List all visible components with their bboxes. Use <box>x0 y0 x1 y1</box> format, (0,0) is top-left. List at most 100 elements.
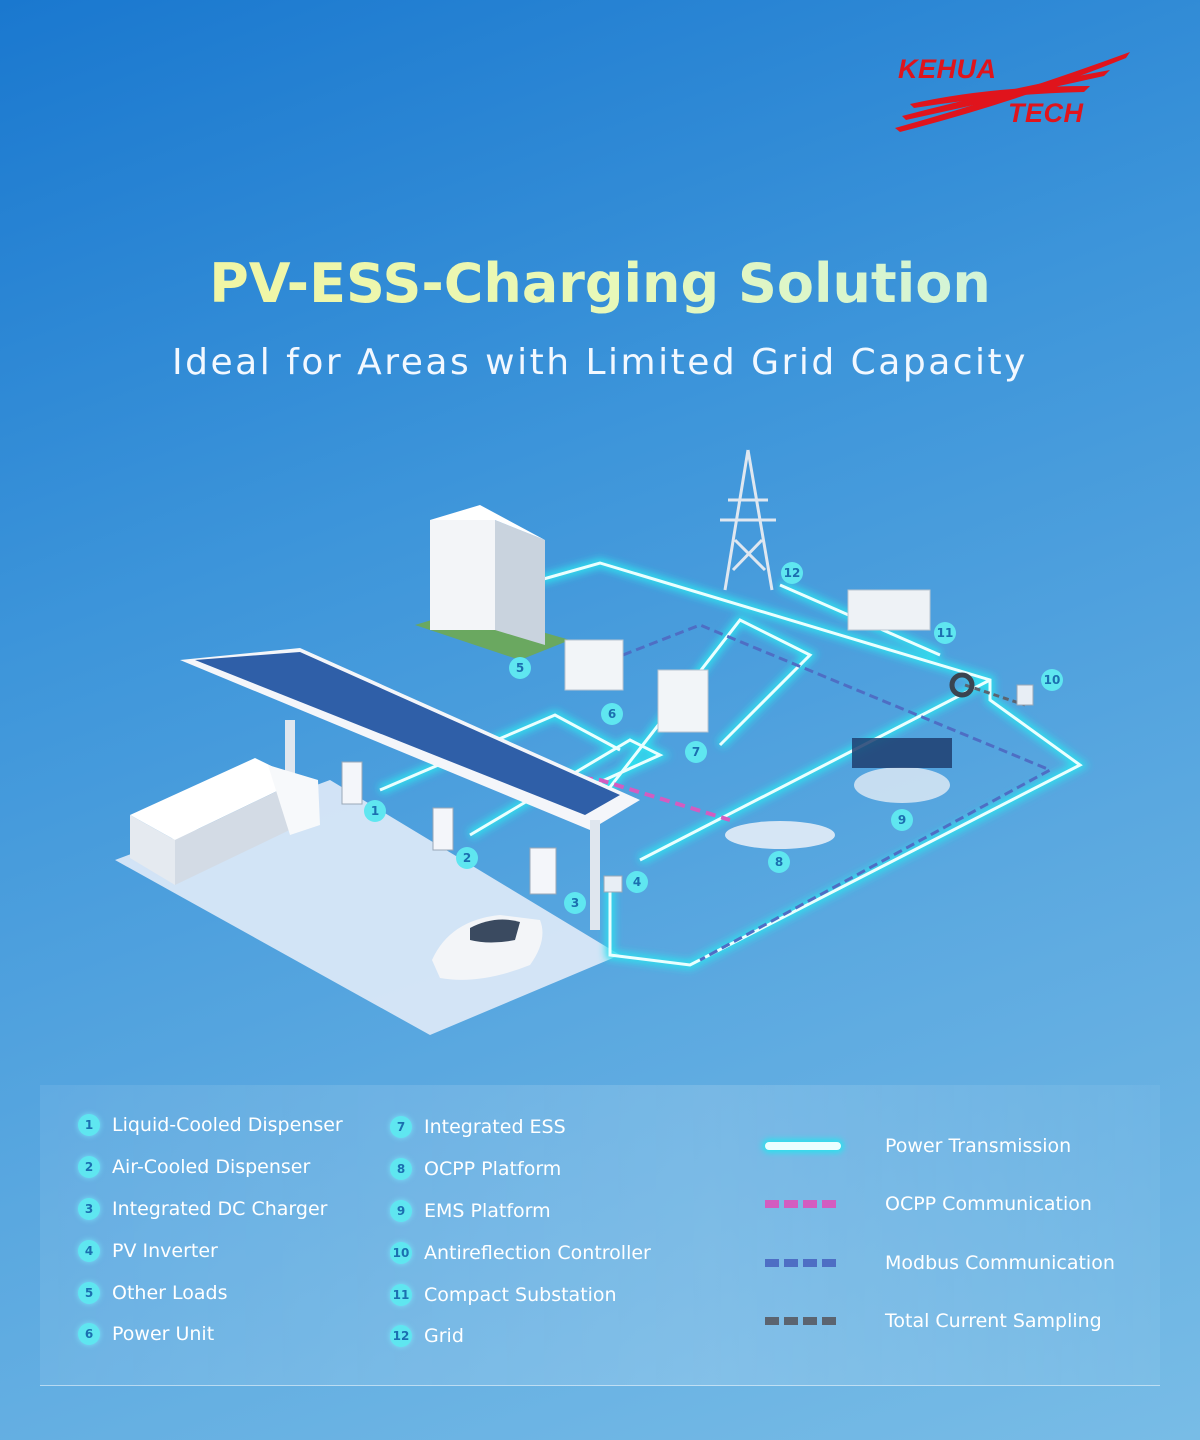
badge-5: 5 <box>509 657 531 679</box>
badge-1: 1 <box>364 800 386 822</box>
logo-text-tech: TECH <box>1008 98 1084 128</box>
svg-text:9: 9 <box>898 813 906 827</box>
diagram-badges: 1 2 3 4 5 6 7 8 9 10 11 12 <box>364 562 1063 914</box>
kehua-tech-logo: KEHUA TECH <box>890 46 1140 136</box>
badge-10: 10 <box>1041 669 1063 691</box>
svg-text:7: 7 <box>692 745 700 759</box>
legend-panel <box>40 1085 1160 1386</box>
legend-label: Liquid-Cooled Dispenser <box>112 1114 343 1136</box>
svg-text:4: 4 <box>633 875 641 889</box>
integrated-ess-icon <box>657 669 709 733</box>
legend-label: Integrated ESS <box>424 1116 566 1138</box>
legend-label: Power Unit <box>112 1323 215 1345</box>
compact-substation-icon <box>847 589 931 631</box>
ocpp-line-swatch <box>765 1200 841 1208</box>
number-badge: 11 <box>390 1284 412 1306</box>
logo-text-kehua: KEHUA <box>898 54 997 84</box>
badge-9: 9 <box>891 809 913 831</box>
pv-inverter-icon <box>603 875 623 893</box>
svg-text:1: 1 <box>371 804 379 818</box>
number-badge: 1 <box>78 1114 100 1136</box>
page-subtitle: Ideal for Areas with Limited Grid Capaci… <box>172 342 1028 383</box>
system-diagram: 1 2 3 4 5 6 7 8 9 10 11 12 <box>115 449 1089 1035</box>
legend-label: OCPP Platform <box>424 1158 562 1180</box>
integrated-dc-charger-icon <box>529 847 557 895</box>
sampling-line-swatch <box>765 1317 841 1325</box>
power-transmission-lines <box>378 558 1089 970</box>
legend-item: 11 Compact Substation <box>390 1284 617 1306</box>
legend-item: 5 Other Loads <box>78 1282 227 1304</box>
legend-total-current-sampling: Total Current Sampling <box>765 1310 1102 1332</box>
legend-item: 1 Liquid-Cooled Dispenser <box>78 1114 343 1136</box>
badge-11: 11 <box>934 622 956 644</box>
legend-label: Antireflection Controller <box>424 1242 651 1264</box>
grid-tower-icon <box>720 449 776 591</box>
svg-text:5: 5 <box>516 661 524 675</box>
current-transformer-icon <box>949 672 975 698</box>
page-title: PV-ESS-Charging Solution <box>0 252 1200 315</box>
number-badge: 3 <box>78 1198 100 1220</box>
svg-text:3: 3 <box>571 896 579 910</box>
antireflection-controller-icon <box>1016 684 1034 706</box>
legend-label: Other Loads <box>112 1282 228 1304</box>
badge-7: 7 <box>685 741 707 763</box>
legend-item: 4 PV Inverter <box>78 1240 218 1262</box>
number-badge: 6 <box>78 1323 100 1345</box>
legend-label: Power Transmission <box>885 1135 1072 1157</box>
number-badge: 7 <box>390 1116 412 1138</box>
ocpp-platform-icon <box>725 821 835 849</box>
legend-label: Modbus Communication <box>885 1252 1115 1274</box>
current-sampling-line <box>964 683 1026 707</box>
legend-ocpp-communication: OCPP Communication <box>765 1193 1092 1215</box>
legend-item: 9 EMS Platform <box>390 1200 551 1222</box>
car-icon <box>432 915 543 980</box>
badge-3: 3 <box>564 892 586 914</box>
svg-text:8: 8 <box>775 855 783 869</box>
legend-item: 12 Grid <box>390 1325 464 1347</box>
legend-label: Total Current Sampling <box>885 1310 1102 1332</box>
legend-label: PV Inverter <box>112 1240 218 1262</box>
number-badge: 9 <box>390 1200 412 1222</box>
air-cooled-dispenser-icon <box>432 807 454 851</box>
badge-12: 12 <box>781 562 803 584</box>
legend-label: OCPP Communication <box>885 1193 1092 1215</box>
svg-text:11: 11 <box>937 626 954 640</box>
legend-label: Air-Cooled Dispenser <box>112 1156 311 1178</box>
legend-item: 10 Antireflection Controller <box>390 1242 651 1264</box>
legend-item: 7 Integrated ESS <box>390 1116 566 1138</box>
modbus-line-swatch <box>765 1259 841 1267</box>
legend-label: EMS Platform <box>424 1200 551 1222</box>
badge-8: 8 <box>768 851 790 873</box>
liquid-cooled-dispenser-icon <box>341 761 363 805</box>
legend-label: Compact Substation <box>424 1284 617 1306</box>
legend-label: Grid <box>424 1325 464 1347</box>
legend-item: 2 Air-Cooled Dispenser <box>78 1156 310 1178</box>
number-badge: 4 <box>78 1240 100 1262</box>
legend-item: 8 OCPP Platform <box>390 1158 561 1180</box>
modbus-communication-line <box>609 623 1054 962</box>
legend-item: 3 Integrated DC Charger <box>78 1198 327 1220</box>
badge-6: 6 <box>601 703 623 725</box>
legend-power-transmission: Power Transmission <box>765 1135 1071 1157</box>
ems-platform-icon <box>852 738 952 803</box>
legend-label: Integrated DC Charger <box>112 1198 328 1220</box>
svg-text:2: 2 <box>463 851 471 865</box>
number-badge: 8 <box>390 1158 412 1180</box>
logo-swoosh-icon <box>895 52 1130 132</box>
badge-4: 4 <box>626 871 648 893</box>
number-badge: 2 <box>78 1156 100 1178</box>
badge-2: 2 <box>456 847 478 869</box>
legend-modbus-communication: Modbus Communication <box>765 1252 1115 1274</box>
building-icon <box>415 505 570 660</box>
number-badge: 10 <box>390 1242 412 1264</box>
truck-icon <box>130 758 320 885</box>
power-line-swatch <box>765 1142 841 1150</box>
number-badge: 5 <box>78 1282 100 1304</box>
svg-text:10: 10 <box>1044 673 1061 687</box>
svg-text:6: 6 <box>608 707 616 721</box>
number-badge: 12 <box>390 1325 412 1347</box>
svg-text:12: 12 <box>784 566 801 580</box>
solar-canopy-icon <box>180 648 640 930</box>
legend-item: 6 Power Unit <box>78 1323 214 1345</box>
power-unit-icon <box>564 639 624 691</box>
